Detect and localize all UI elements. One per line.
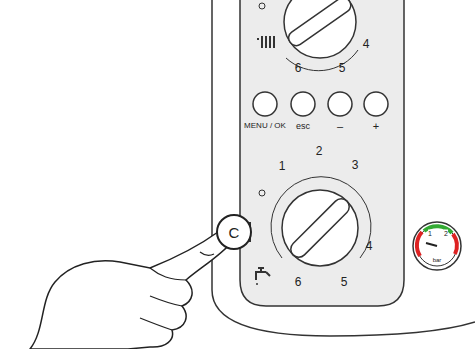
reset-button: C	[216, 214, 252, 250]
scale-number: 5	[339, 62, 346, 74]
scale-number: 1	[279, 160, 286, 172]
scale-number: 3	[352, 159, 359, 171]
button-label: esc	[296, 122, 310, 131]
button-label: –	[337, 121, 343, 132]
button-label: MENU / OK	[244, 122, 286, 130]
scale-number: 4	[366, 240, 373, 252]
button-label: C	[229, 224, 240, 241]
unit-label: bar	[433, 257, 442, 263]
button-label: +	[373, 121, 379, 132]
scale-number: 4	[363, 38, 370, 50]
scale-number: 2	[444, 230, 448, 237]
scale-number: 5	[341, 276, 348, 288]
scale-number: 6	[295, 62, 302, 74]
scale-number: 2	[316, 145, 323, 157]
scale-number: 1	[428, 230, 432, 237]
scale-number: 6	[295, 276, 302, 288]
